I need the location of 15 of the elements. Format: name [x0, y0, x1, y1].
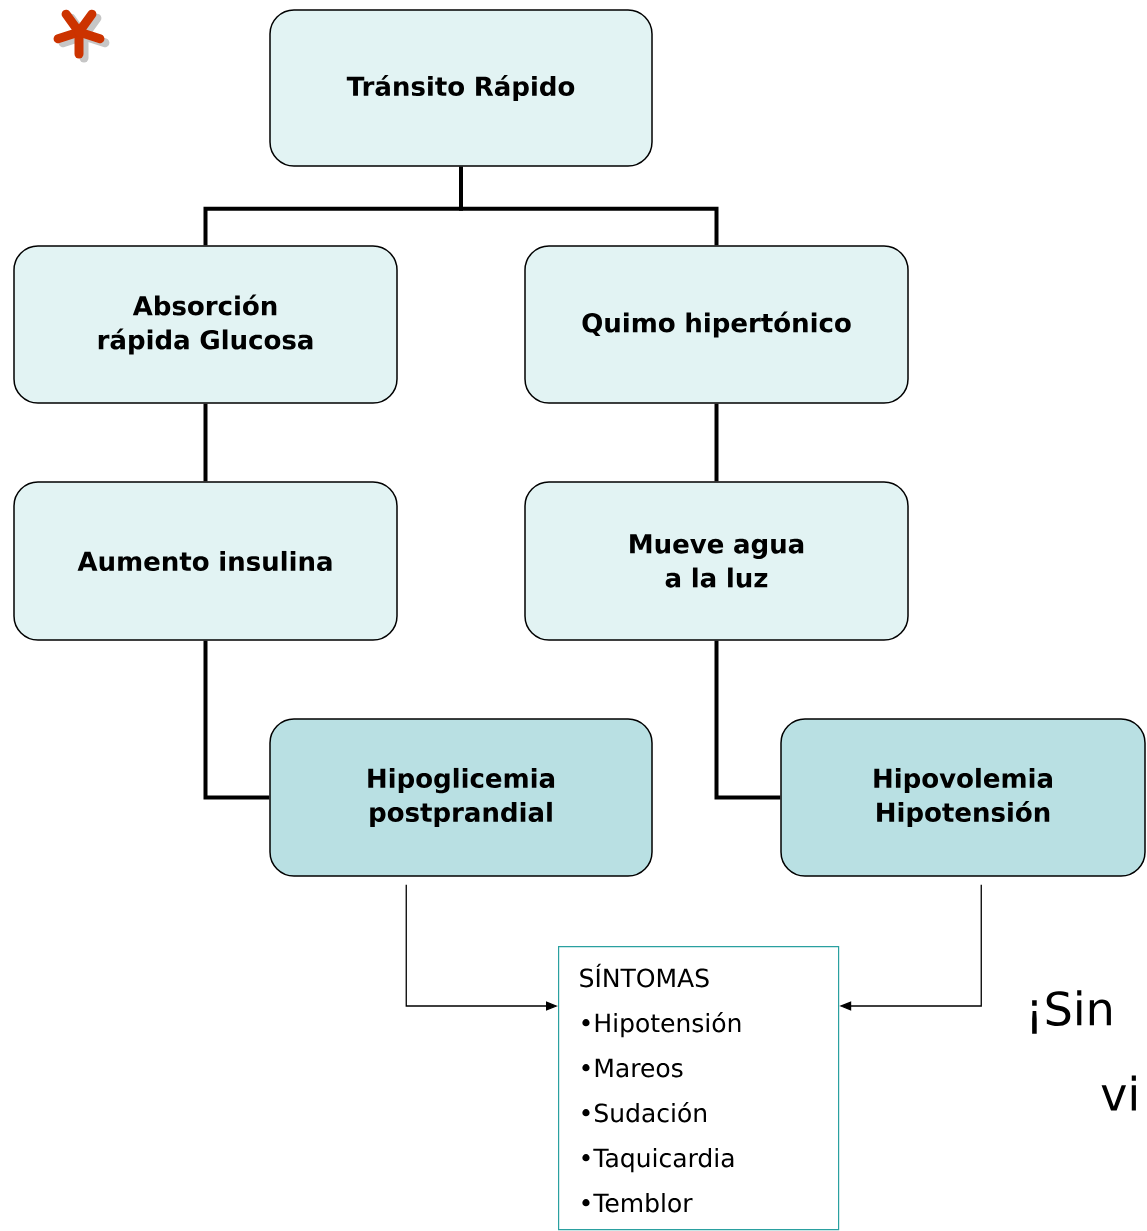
process-box: Mueve agua a la luz — [524, 481, 909, 641]
process-box: Quimo hipertónico — [524, 245, 909, 404]
connector-line — [203, 403, 208, 482]
connector-line — [714, 640, 781, 800]
slogan-text: ¡Sin — [1032, 990, 1111, 1034]
symptom-list-box: SÍNTOMAS •Hipotensión •Mareos •Sudación •Taquicardia •Temblor — [558, 946, 840, 1231]
result-box: Hipoglicemia postprandial — [269, 718, 653, 877]
connector-line — [459, 166, 719, 246]
result-box: Hipovolemia Hipotensión — [780, 718, 1146, 877]
connector-line — [203, 640, 270, 800]
process-box: Aumento insulina — [13, 481, 398, 641]
slogan-text: vi — [1101, 1075, 1136, 1111]
process-box: Tránsito Rápido — [269, 9, 653, 167]
connector-line — [714, 403, 719, 482]
process-box: Absorción rápida Glucosa — [13, 245, 398, 404]
